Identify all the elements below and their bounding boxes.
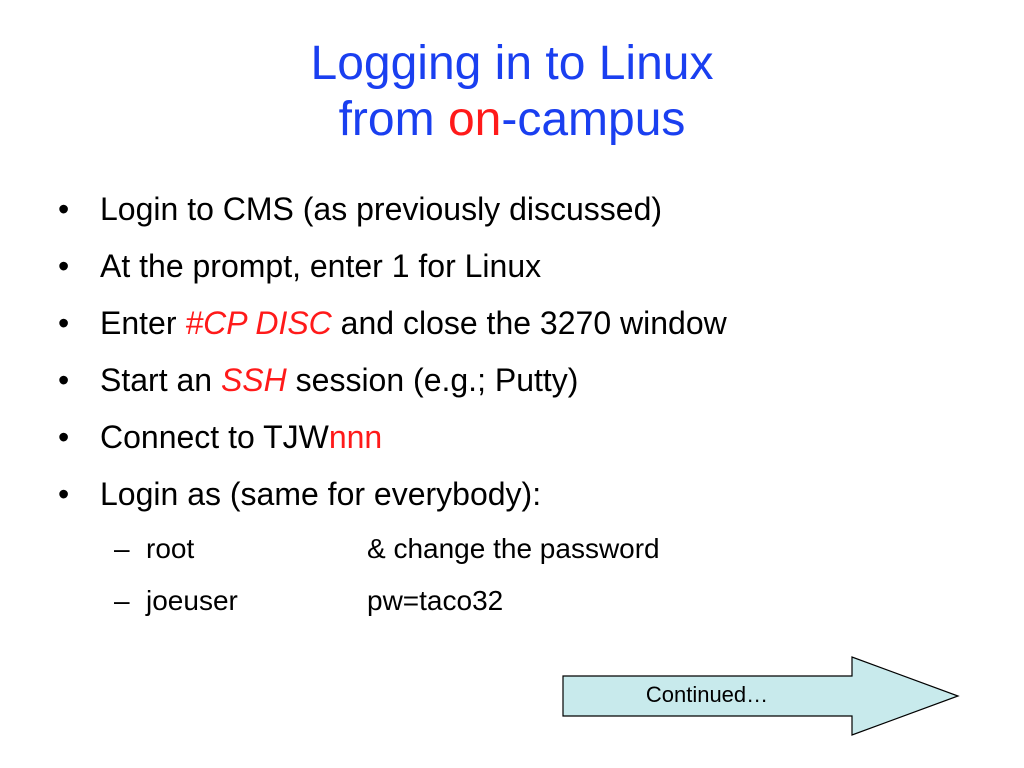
bullet-text: Enter #CP DISC and close the 3270 window bbox=[100, 304, 727, 342]
bullet-dot: • bbox=[58, 248, 70, 284]
account-detail: & change the password bbox=[367, 533, 660, 564]
account-name: root bbox=[146, 533, 195, 564]
account-detail: pw=taco32 bbox=[367, 585, 504, 616]
bullet-dot: • bbox=[58, 419, 70, 455]
sub-bullet-dash: – bbox=[114, 585, 130, 616]
bullet-text: Login to CMS (as previously discussed) bbox=[100, 191, 663, 227]
continue-arrow-shape[interactable] bbox=[562, 656, 960, 736]
bullet-text: At the prompt, enter 1 for Linux bbox=[100, 248, 542, 284]
title-line-2: from on-campus bbox=[0, 92, 1024, 148]
bullet-text-after: and close the 3270 window bbox=[331, 305, 727, 341]
title-line-2-after: -campus bbox=[501, 93, 686, 146]
slide-title: Logging in to Linux from on-campus bbox=[0, 36, 1024, 148]
bullet-dot: • bbox=[58, 191, 70, 227]
bullet-text-before: Enter bbox=[100, 305, 186, 341]
continue-arrow-icon[interactable] bbox=[562, 656, 960, 736]
title-line-2-before: from bbox=[338, 93, 448, 146]
title-line-2-accent: on bbox=[447, 93, 502, 146]
bullet-dot: • bbox=[58, 476, 70, 512]
sub-bullet-dash: – bbox=[114, 533, 130, 564]
continue-button-label[interactable]: Continued… bbox=[645, 682, 769, 707]
bullet-text: Connect to TJWnnn bbox=[100, 418, 382, 456]
bullet-text-before: Connect to TJW bbox=[100, 419, 329, 455]
ssh-highlight: SSH bbox=[220, 362, 287, 398]
bullet-text-before: Start an bbox=[100, 362, 221, 398]
title-line-1: Logging in to Linux bbox=[310, 37, 714, 90]
bullet-text: Login as (same for everybody): bbox=[100, 476, 542, 512]
command-highlight: #CP DISC bbox=[185, 305, 332, 341]
account-name: joeuser bbox=[146, 585, 238, 616]
bullet-text: Start an SSH session (e.g.; Putty) bbox=[100, 361, 578, 399]
bullet-dot: • bbox=[58, 362, 70, 398]
host-suffix-highlight: nnn bbox=[328, 419, 383, 455]
bullet-text-after: session (e.g.; Putty) bbox=[286, 362, 579, 398]
bullet-dot: • bbox=[58, 305, 70, 341]
